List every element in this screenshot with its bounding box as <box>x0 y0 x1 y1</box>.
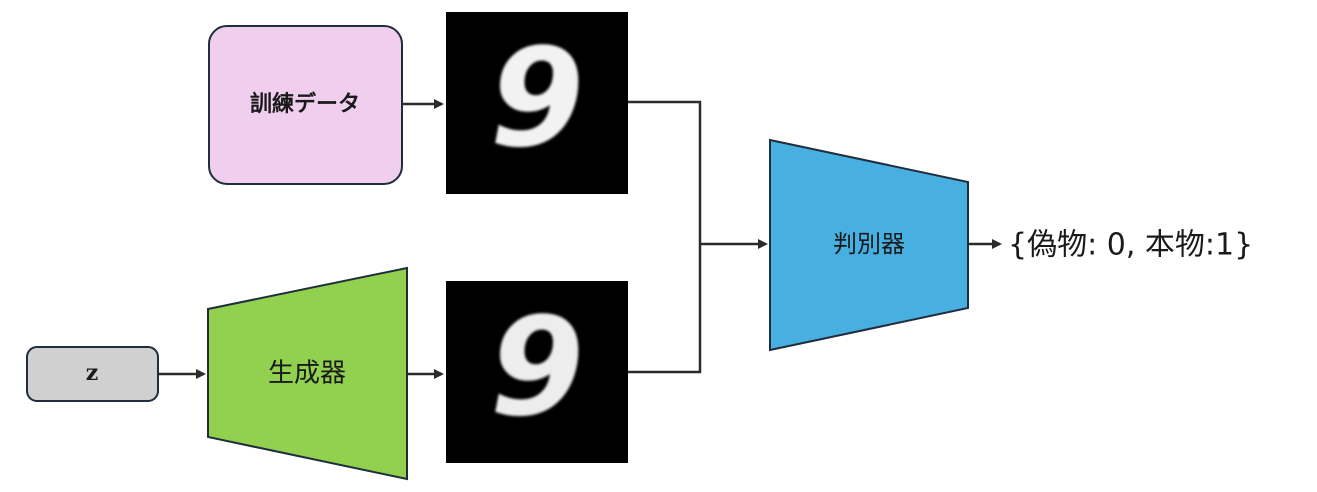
output-label: {偽物: 0, 本物:1} <box>1008 228 1253 263</box>
discriminator-node: 判別器 <box>769 138 969 352</box>
training-data-label: 訓練データ <box>250 91 360 117</box>
discriminator-label: 判別器 <box>833 230 905 258</box>
line-real-to-junction <box>628 100 702 244</box>
real-sample-background <box>446 12 628 194</box>
real-sample-digit: 9 <box>490 20 585 178</box>
connectors <box>158 99 1002 379</box>
fake-sample-digit: 9 <box>490 289 585 447</box>
real-sample-image: 9 <box>446 12 628 194</box>
generator-node: 生成器 <box>207 266 408 481</box>
generator-label: 生成器 <box>268 359 346 389</box>
noise-label: z <box>86 360 99 386</box>
fake-sample-background <box>446 281 628 463</box>
fake-sample-image: 9 <box>446 281 628 463</box>
discriminator-shape <box>769 138 969 352</box>
generator-shape <box>207 266 408 481</box>
noise-node: z <box>26 346 159 402</box>
line-fake-to-junction <box>628 244 702 374</box>
training-data-node: 訓練データ <box>208 25 403 185</box>
